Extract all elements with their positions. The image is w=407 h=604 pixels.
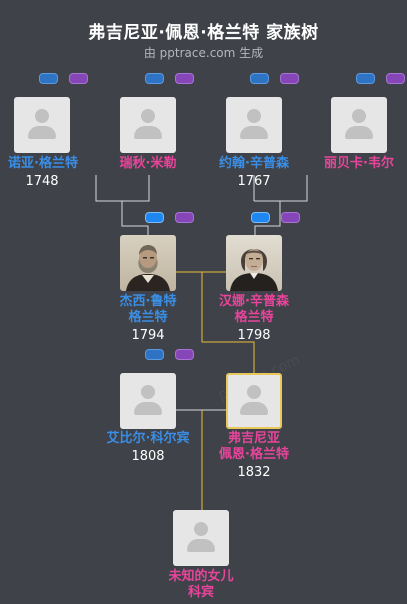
link-gen1-right-to-hannah — [253, 175, 308, 235]
person-name-virginia[interactable]: 弗吉尼亚佩恩·格兰特 — [219, 431, 289, 462]
link-gen1-left-to-jesse — [96, 200, 149, 235]
person-card-abiel[interactable] — [120, 373, 176, 429]
person-name-abiel[interactable]: 艾比尔·科尔宾 — [106, 431, 190, 446]
person-placeholder-icon — [141, 385, 155, 399]
tag-rebecca-purple[interactable] — [386, 73, 405, 84]
person-name-noah[interactable]: 诺亚·格兰特 — [8, 156, 78, 171]
page-subtitle: 由 pptrace.com 生成 — [143, 46, 264, 60]
person-photo-hannah[interactable] — [226, 235, 282, 291]
person-name-rachel[interactable]: 瑞秋·米勒 — [119, 156, 177, 171]
tag-jesse-purple[interactable] — [175, 212, 194, 223]
person-card-daughter[interactable] — [173, 510, 229, 566]
person-placeholder-icon — [352, 109, 366, 123]
person-card-rachel[interactable] — [120, 97, 176, 153]
person-name-hannah[interactable]: 汉娜·辛普森格兰特 — [219, 294, 289, 325]
person-placeholder-icon — [35, 109, 49, 123]
person-name-john[interactable]: 约翰·辛普森 — [219, 156, 289, 171]
person-name-rebecca[interactable]: 丽贝卡·韦尔 — [324, 156, 394, 171]
person-year-john: 1767 — [237, 174, 271, 189]
tag-abiel-purple[interactable] — [175, 349, 194, 360]
link-noah-rachel — [95, 175, 150, 202]
tag-noah-purple[interactable] — [69, 73, 88, 84]
tag-abiel-blue[interactable] — [145, 349, 164, 360]
person-year-noah: 1748 — [25, 174, 59, 189]
person-year-virginia: 1832 — [237, 465, 271, 480]
tag-jesse-blue[interactable] — [145, 212, 164, 223]
person-card-john[interactable] — [226, 97, 282, 153]
person-photo-jesse[interactable] — [120, 235, 176, 291]
person-placeholder-icon — [247, 109, 261, 123]
tag-rachel-purple[interactable] — [175, 73, 194, 84]
tag-rebecca-blue[interactable] — [356, 73, 375, 84]
tag-rachel-blue[interactable] — [145, 73, 164, 84]
page-title: 弗吉尼亚·佩恩·格兰特 家族树 — [88, 23, 319, 43]
person-name-jesse[interactable]: 杰西·鲁特格兰特 — [119, 294, 177, 325]
person-card-virginia[interactable] — [226, 373, 282, 429]
tag-john-purple[interactable] — [280, 73, 299, 84]
person-placeholder-icon — [141, 109, 155, 123]
person-year-jesse: 1794 — [131, 328, 165, 343]
person-year-hannah: 1798 — [237, 328, 271, 343]
person-year-abiel: 1808 — [131, 449, 165, 464]
tag-noah-blue[interactable] — [39, 73, 58, 84]
person-name-daughter[interactable]: 未知的女儿科宾 — [168, 569, 234, 600]
tag-hannah-purple[interactable] — [281, 212, 300, 223]
person-placeholder-icon — [247, 385, 261, 399]
tag-john-blue[interactable] — [250, 73, 269, 84]
tag-hannah-blue[interactable] — [251, 212, 270, 223]
person-placeholder-icon — [194, 522, 208, 536]
link-parents-to-virginia — [175, 271, 255, 373]
person-card-noah[interactable] — [14, 97, 70, 153]
person-card-rebecca[interactable] — [331, 97, 387, 153]
